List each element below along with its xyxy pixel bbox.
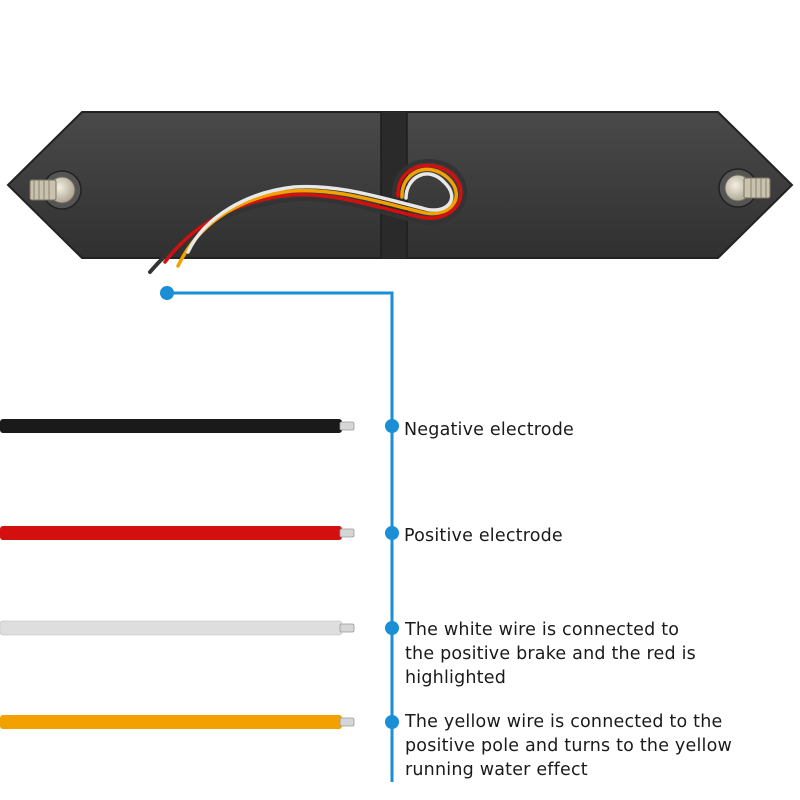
label-line: Positive electrode xyxy=(404,526,563,546)
label-line: the positive brake and the red is xyxy=(405,644,696,664)
label-white-wire: The white wire is connected to the posit… xyxy=(405,618,696,690)
connector-dot-black xyxy=(385,419,399,433)
wire-white xyxy=(0,620,355,636)
label-yellow-wire: The yellow wire is connected to the posi… xyxy=(405,710,732,782)
wire-yellow xyxy=(0,715,355,729)
label-black-wire: Negative electrode xyxy=(404,418,574,442)
label-line: positive pole and turns to the yellow xyxy=(405,736,732,756)
connector-line xyxy=(167,291,394,782)
connector-dot-yellow xyxy=(385,715,399,729)
label-line: Negative electrode xyxy=(404,420,574,440)
connector-dot-red xyxy=(385,526,399,540)
wire-black xyxy=(0,419,355,433)
label-line: running water effect xyxy=(405,760,588,780)
wire-red xyxy=(0,526,355,540)
mounting-bolt-icon xyxy=(718,168,771,208)
mounting-bolt-icon xyxy=(29,170,82,210)
label-line: highlighted xyxy=(405,668,507,688)
label-line: The white wire is connected to xyxy=(405,620,680,640)
connector-leader xyxy=(160,286,394,782)
connector-dot-white xyxy=(385,621,399,635)
label-red-wire: Positive electrode xyxy=(404,524,563,548)
connector-origin-dot xyxy=(160,286,174,300)
wire-harness-icon xyxy=(148,159,468,274)
label-line: The yellow wire is connected to the xyxy=(405,712,723,732)
